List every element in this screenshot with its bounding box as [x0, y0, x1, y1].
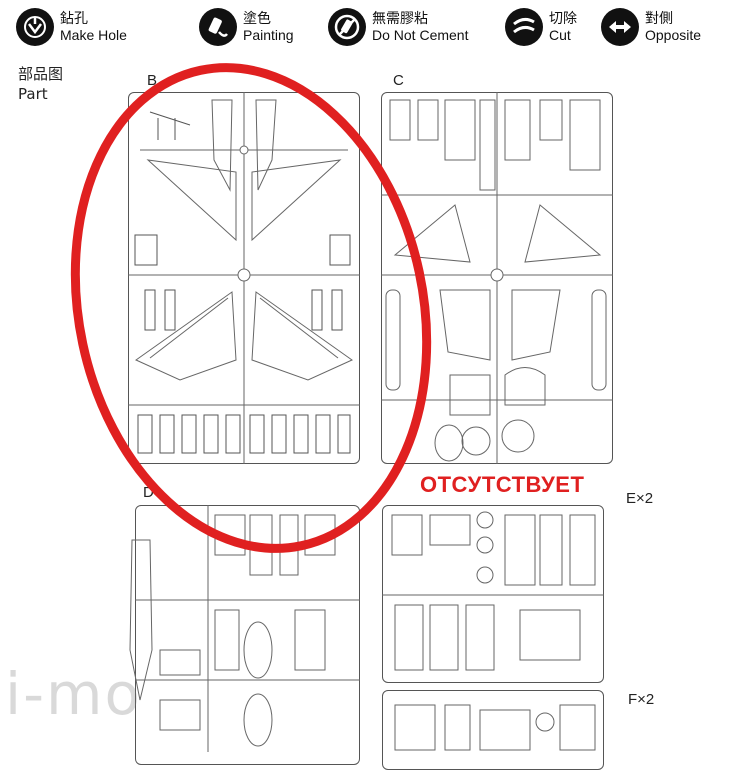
opposite-arrows-icon [601, 8, 639, 46]
sprue-f-count: F×2 [628, 691, 655, 708]
legend-opposite-en: Opposite [645, 27, 702, 43]
part-section-label: 部品图 Part [18, 64, 63, 104]
legend-do-not-cement-en: Do Not Cement [372, 27, 469, 43]
legend-cut-en: Cut [549, 27, 571, 43]
paint-bottle-icon [199, 8, 237, 46]
legend-do-not-cement-cn: 無需膠粘 [372, 11, 428, 27]
legend-painting-en: Painting [243, 27, 294, 43]
sprue-d-letter: D [143, 484, 154, 501]
legend-cut-cn: 切除 [549, 11, 577, 27]
legend-make-hole-en: Make Hole [60, 27, 127, 43]
legend-opposite-cn: 對側 [645, 11, 673, 27]
legend-painting-cn: 塗色 [243, 11, 271, 27]
legend-item-cut: 切除 Cut [505, 8, 577, 46]
legend-item-do-not-cement: 無需膠粘 Do Not Cement [328, 8, 468, 46]
legend-item-opposite: 對側 Opposite [601, 8, 701, 46]
no-cement-icon [328, 8, 366, 46]
part-label-en: Part [18, 85, 48, 103]
sprue-parts-drawing [70, 63, 613, 752]
sprue-c-letter: C [393, 72, 404, 89]
part-label-cn: 部品图 [18, 65, 64, 83]
missing-part-note: ОТСУТСТВУЕТ [420, 472, 585, 497]
cut-icon [505, 8, 543, 46]
highlight-circle [70, 63, 432, 553]
sprue-b-letter: B [147, 72, 158, 89]
sprue-e-count: E×2 [626, 490, 654, 507]
watermark: i-mo [5, 660, 143, 728]
legend-item-make-hole: 鉆孔 Make Hole [16, 8, 127, 46]
instruction-legend: 鉆孔 Make Hole 塗色 Painting 無需膠粘 Do Not Cem… [0, 8, 731, 52]
drill-hole-icon [16, 8, 54, 46]
legend-make-hole-cn: 鉆孔 [60, 11, 88, 27]
sprue-e-frame [382, 505, 604, 683]
legend-item-painting: 塗色 Painting [199, 8, 294, 46]
